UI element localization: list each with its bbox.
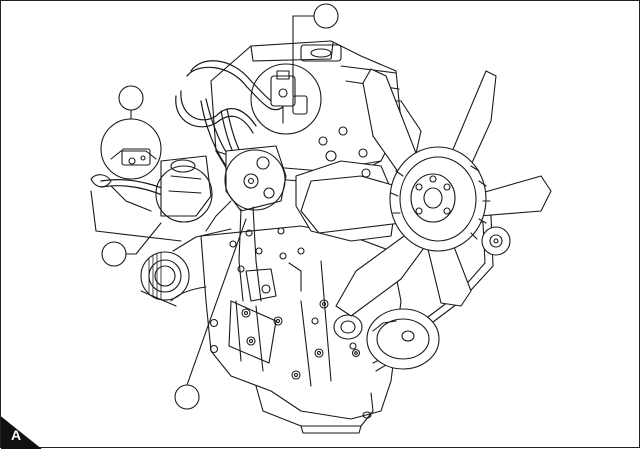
fan-belt (333, 195, 511, 372)
callout-left-lower (101, 149, 286, 267)
figure-label: A (11, 427, 22, 443)
left-pulley (140, 228, 232, 307)
injector-assembly (270, 70, 308, 124)
fuel-filter (90, 155, 212, 242)
callout-left-upper (100, 85, 162, 180)
callout-upper (250, 3, 339, 135)
corner-badge (1, 416, 42, 449)
callout-bottom (174, 218, 247, 410)
engine-block (200, 225, 402, 434)
misc-fittings (170, 227, 357, 350)
injection-pump (205, 145, 287, 302)
block-bolts (209, 299, 361, 380)
cooling-fan (300, 68, 552, 317)
